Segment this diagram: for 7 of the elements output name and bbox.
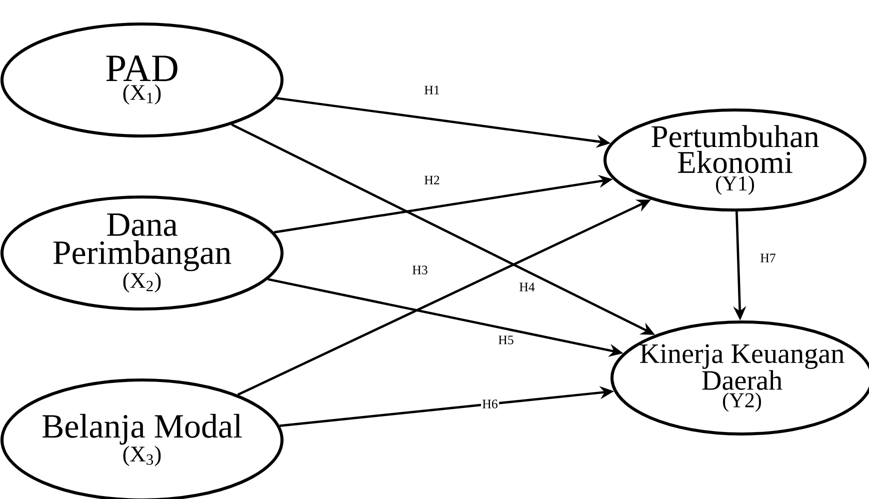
edge-label: H7 [758,252,778,264]
edge-label: H6 [480,398,500,410]
edge-label: H5 [496,334,516,346]
edge-label: H2 [422,174,442,186]
edge-label: H4 [518,282,536,292]
edge-label: H1 [422,84,442,96]
edge-label: H3 [410,264,430,276]
